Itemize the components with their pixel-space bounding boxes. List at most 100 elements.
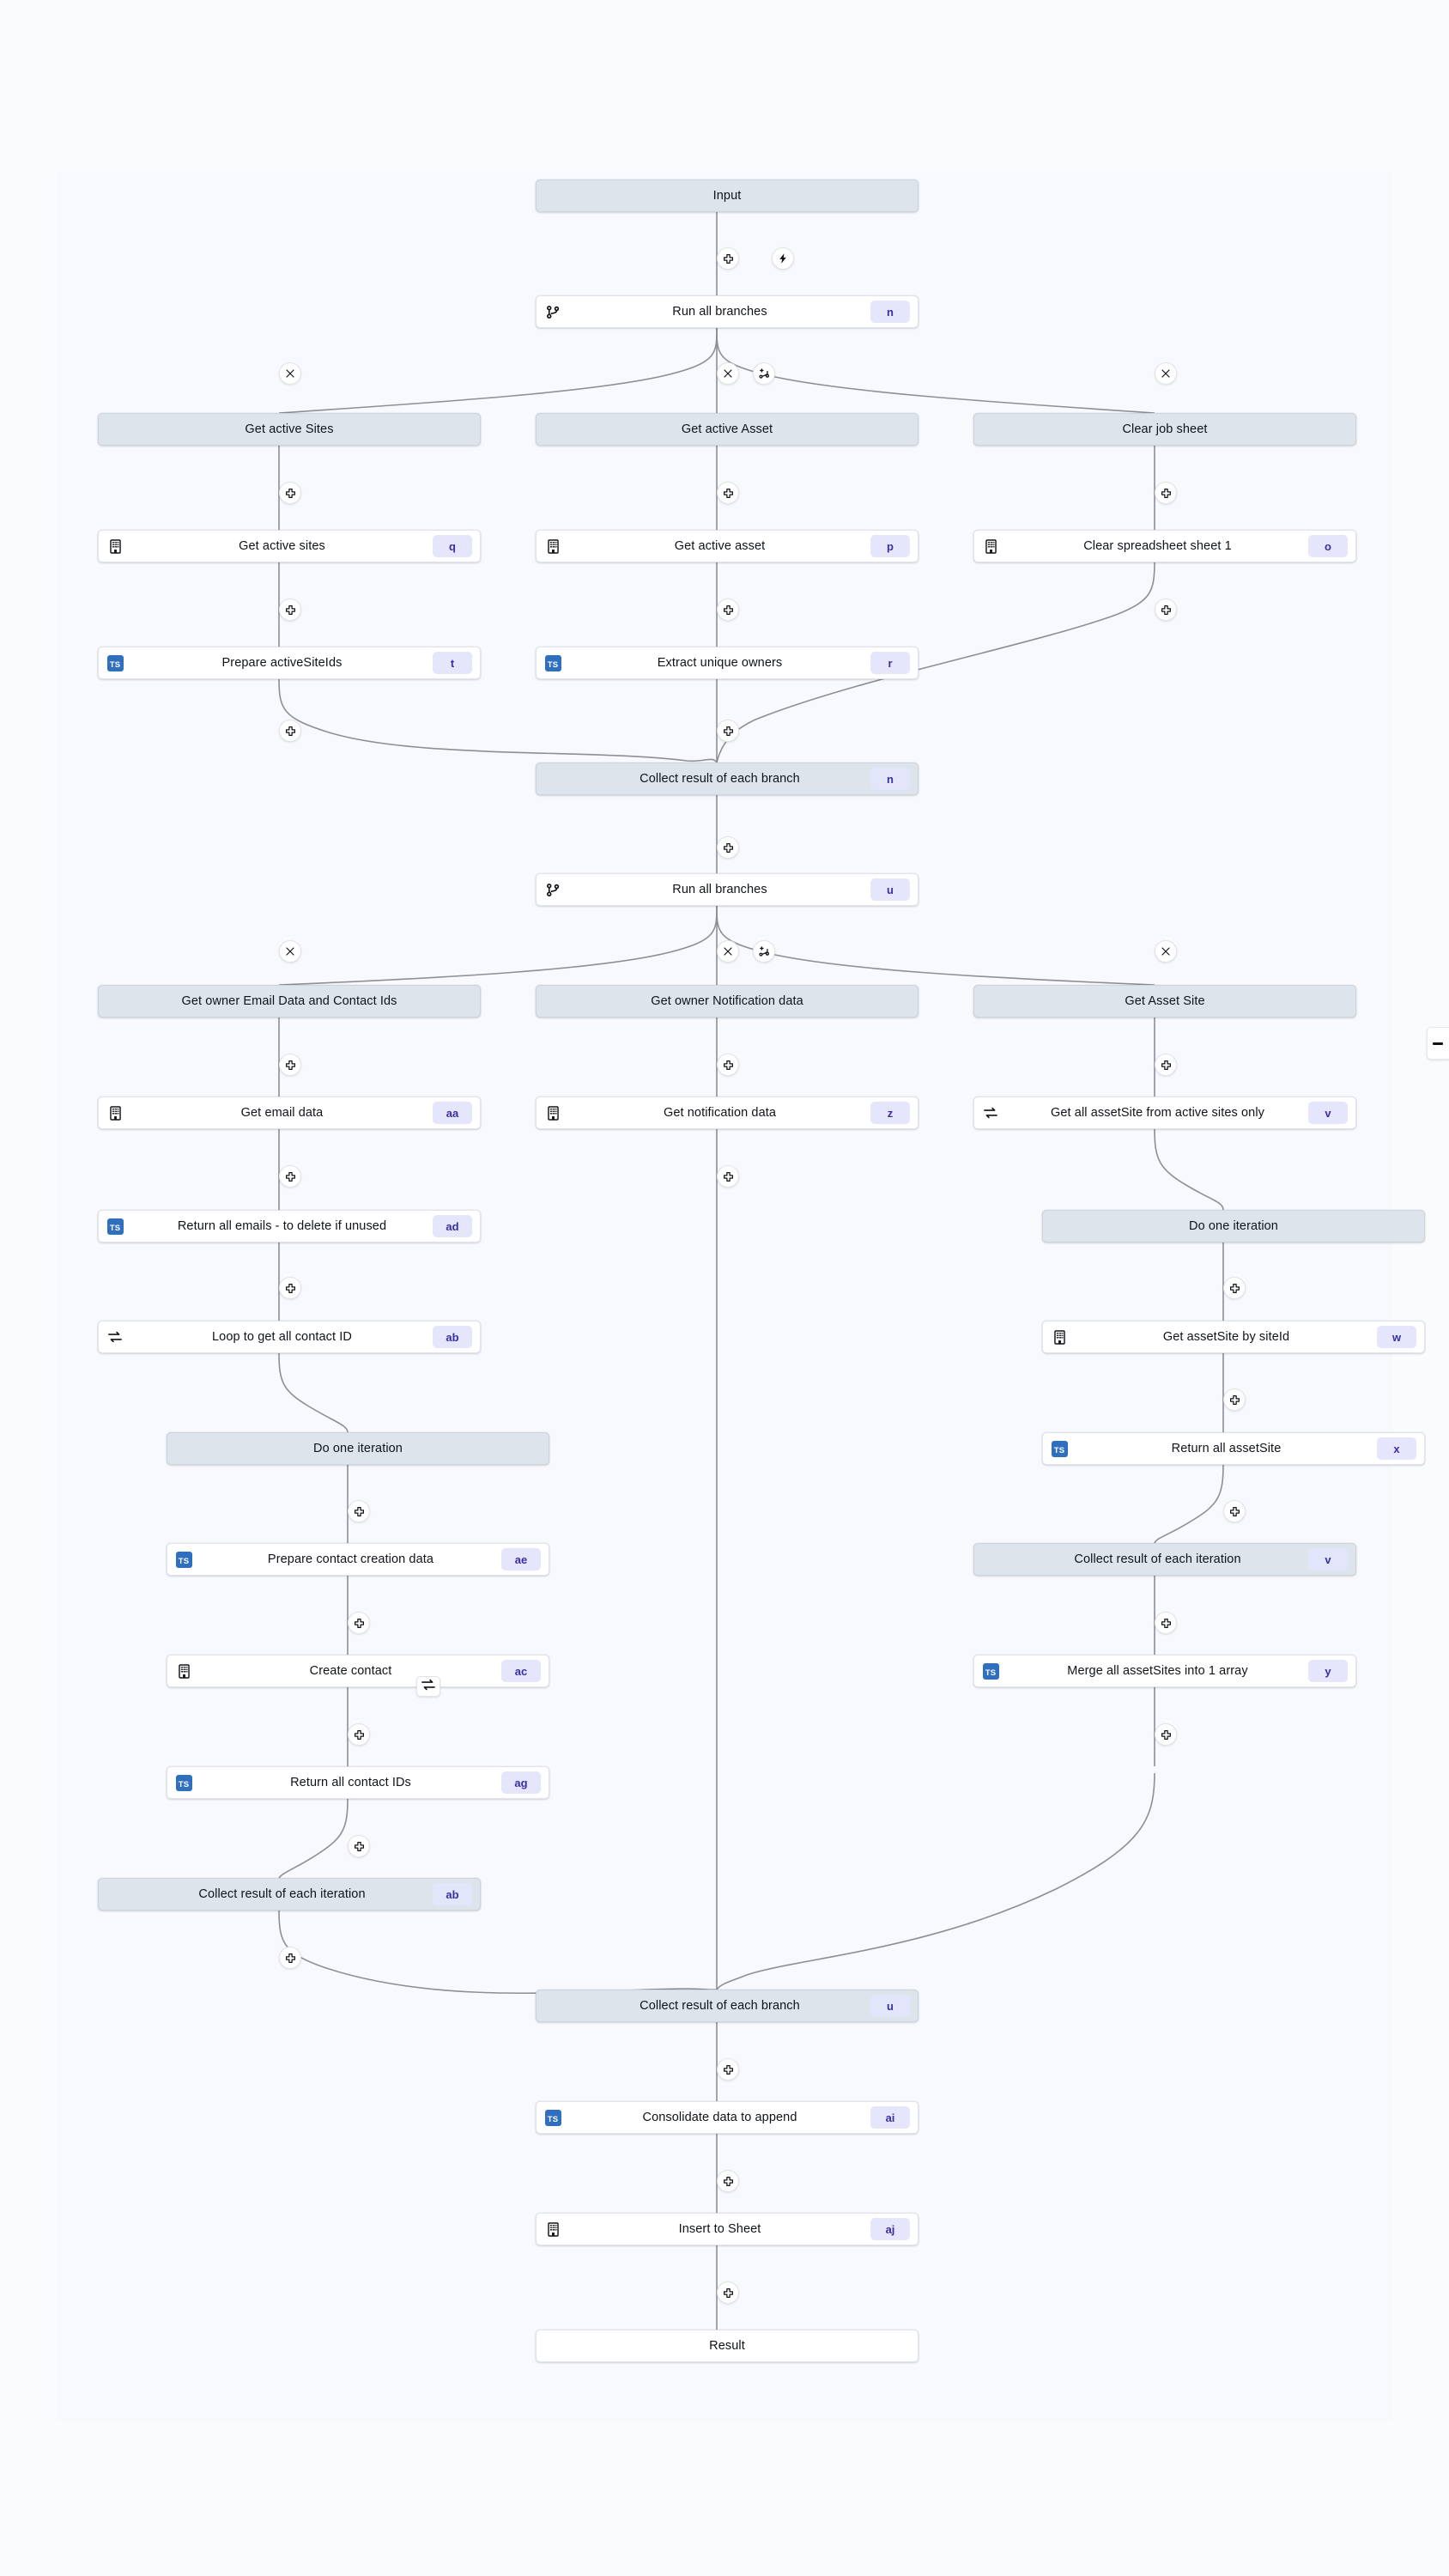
node-shortcut-badge[interactable]: ae bbox=[501, 1548, 541, 1571]
close-handle[interactable] bbox=[717, 940, 739, 963]
node-shortcut-badge[interactable]: o bbox=[1308, 535, 1348, 557]
plus-handle[interactable] bbox=[279, 1054, 301, 1076]
plus-handle[interactable] bbox=[348, 1500, 370, 1522]
node-shortcut-badge[interactable]: u bbox=[870, 878, 910, 901]
node-shortcut-badge[interactable]: w bbox=[1377, 1326, 1416, 1348]
node-shortcut-badge[interactable]: n bbox=[870, 768, 910, 790]
plus-handle[interactable] bbox=[279, 720, 301, 742]
plus-handle[interactable] bbox=[1223, 1277, 1246, 1299]
node-shortcut-badge[interactable]: x bbox=[1377, 1437, 1416, 1460]
node-shortcut-badge[interactable]: ai bbox=[870, 2106, 910, 2129]
plus-handle[interactable] bbox=[717, 598, 739, 621]
node-shortcut-badge[interactable]: ag bbox=[501, 1771, 541, 1794]
workflow-node-grp-assite[interactable]: Get Asset Site bbox=[973, 985, 1356, 1018]
node-shortcut-badge[interactable]: u bbox=[870, 1995, 910, 2017]
workflow-node-grp-clear[interactable]: Clear job sheet bbox=[973, 413, 1356, 446]
node-shortcut-badge[interactable]: t bbox=[433, 652, 472, 674]
node-shortcut-badge[interactable]: ab bbox=[433, 1883, 472, 1905]
plus-handle[interactable] bbox=[348, 1835, 370, 1857]
plus-handle[interactable] bbox=[279, 482, 301, 504]
workflow-node-get-all-as[interactable]: Get all assetSite from active sites only… bbox=[973, 1097, 1356, 1129]
node-shortcut-badge[interactable]: r bbox=[870, 652, 910, 674]
workflow-node-result[interactable]: Result bbox=[536, 2330, 919, 2362]
close-handle[interactable] bbox=[717, 362, 739, 385]
node-shortcut-badge[interactable]: aa bbox=[433, 1102, 472, 1124]
plus-handle[interactable] bbox=[279, 1947, 301, 1969]
node-shortcut-badge[interactable]: v bbox=[1308, 1548, 1348, 1571]
workflow-node-input[interactable]: Input bbox=[536, 179, 919, 212]
node-shortcut-badge[interactable]: ad bbox=[433, 1215, 472, 1237]
workflow-node-grp-sites[interactable]: Get active Sites bbox=[98, 413, 481, 446]
node-shortcut-badge[interactable]: aj bbox=[870, 2218, 910, 2240]
offscreen-node-chip[interactable] bbox=[1427, 1027, 1449, 1060]
plus-handle[interactable] bbox=[1155, 598, 1177, 621]
close-handle[interactable] bbox=[1155, 940, 1177, 963]
plus-handle[interactable] bbox=[1223, 1500, 1246, 1522]
plus-handle[interactable] bbox=[717, 836, 739, 859]
node-shortcut-badge[interactable]: z bbox=[870, 1102, 910, 1124]
node-shortcut-badge[interactable]: v bbox=[1308, 1102, 1348, 1124]
plus-handle[interactable] bbox=[1155, 1054, 1177, 1076]
plus-handle[interactable] bbox=[717, 2281, 739, 2304]
plus-handle[interactable] bbox=[717, 2170, 739, 2192]
plus-handle[interactable] bbox=[279, 1165, 301, 1188]
plus-handle[interactable] bbox=[717, 720, 739, 742]
plus-handle[interactable] bbox=[279, 1277, 301, 1299]
close-handle[interactable] bbox=[279, 362, 301, 385]
plus-handle[interactable] bbox=[717, 1165, 739, 1188]
lightning-handle[interactable] bbox=[772, 247, 794, 270]
plus-handle[interactable] bbox=[348, 1723, 370, 1746]
plus-handle[interactable] bbox=[1155, 482, 1177, 504]
add-branch-handle[interactable] bbox=[753, 362, 775, 385]
plus-handle[interactable] bbox=[1223, 1388, 1246, 1411]
plus-handle[interactable] bbox=[717, 2058, 739, 2081]
close-handle[interactable] bbox=[279, 940, 301, 963]
plus-handle[interactable] bbox=[279, 598, 301, 621]
node-shortcut-badge[interactable]: n bbox=[870, 301, 910, 323]
plus-handle[interactable] bbox=[348, 1612, 370, 1634]
dash-icon bbox=[1433, 1042, 1443, 1045]
workflow-node-do-iter-r[interactable]: Do one iteration bbox=[1042, 1210, 1425, 1242]
workflow-node-grp-notif[interactable]: Get owner Notification data bbox=[536, 985, 919, 1018]
workflow-node-grp-email[interactable]: Get owner Email Data and Contact Ids bbox=[98, 985, 481, 1018]
node-shortcut-badge[interactable]: p bbox=[870, 535, 910, 557]
plus-handle[interactable] bbox=[717, 482, 739, 504]
plus-handle[interactable] bbox=[717, 1054, 739, 1076]
workflow-node-do-iter-l[interactable]: Do one iteration bbox=[167, 1432, 549, 1465]
node-shortcut-badge[interactable]: ab bbox=[433, 1326, 472, 1348]
node-shortcut-badge[interactable]: y bbox=[1308, 1660, 1348, 1682]
node-retry-badge[interactable] bbox=[416, 1676, 440, 1697]
plus-handle[interactable] bbox=[717, 247, 739, 270]
plus-handle[interactable] bbox=[1155, 1612, 1177, 1634]
add-branch-handle[interactable] bbox=[753, 940, 775, 963]
node-shortcut-badge[interactable]: ac bbox=[501, 1660, 541, 1682]
workflow-node-grp-asset[interactable]: Get active Asset bbox=[536, 413, 919, 446]
close-handle[interactable] bbox=[1155, 362, 1177, 385]
node-shortcut-badge[interactable]: q bbox=[433, 535, 472, 557]
plus-handle[interactable] bbox=[1155, 1723, 1177, 1746]
